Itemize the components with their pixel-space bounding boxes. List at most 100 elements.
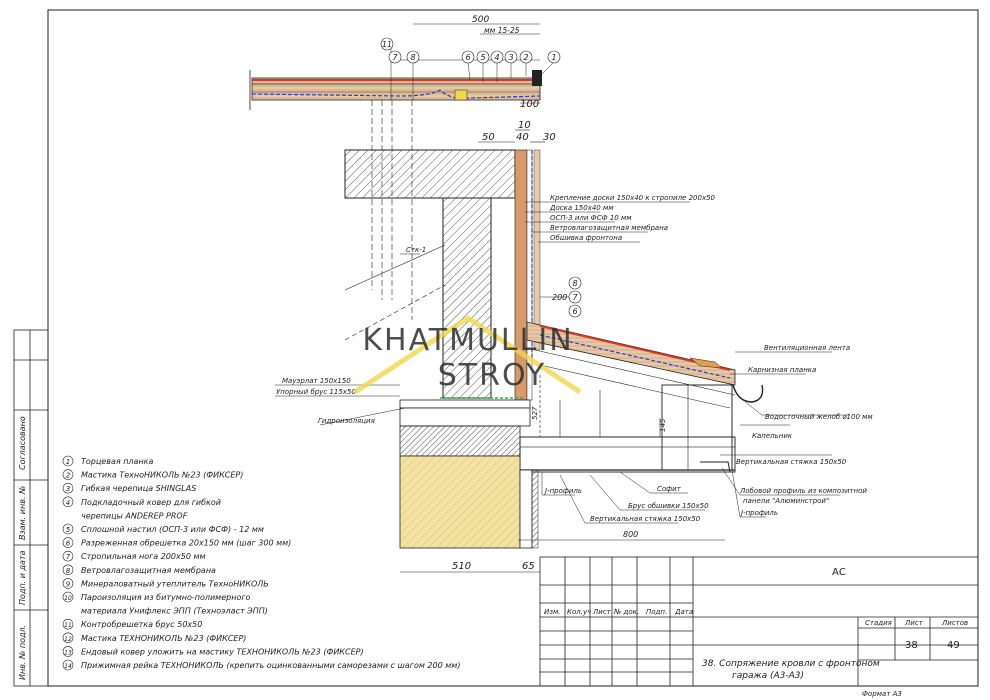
legend-item-text: Ендовый ковер уложить на мастику ТЕХНОНИ… xyxy=(81,647,364,656)
ann-gable-cladding: Обшивка фронтона xyxy=(550,234,622,242)
legend-item-text: Минераловатный утеплитель ТехноНИКОЛЬ xyxy=(81,579,269,588)
callout-11: 11 xyxy=(382,40,392,49)
title-block xyxy=(539,556,979,687)
section-drawing: 11 7 8 6 5 4 3 2 1 8 7 6 500 мм 15-25 10… xyxy=(249,15,873,573)
callout-7: 7 xyxy=(392,53,398,62)
tb-stage-label: Стадия xyxy=(865,619,892,627)
legend-number: 14 xyxy=(64,663,72,670)
legend-item-text: Пароизоляция из битумно-полимерного xyxy=(81,593,251,602)
torcevaya-planka xyxy=(532,70,542,86)
tb-col-list: Лист xyxy=(592,608,612,616)
dim-gap: мм 15-25 xyxy=(484,26,520,35)
lower-roof-slope xyxy=(526,321,736,386)
ann-mauerlat: Мауэрлат 150х150 xyxy=(282,377,351,385)
legend-number: 12 xyxy=(64,636,72,643)
legend-item-text: Сплошной настил (ОСП-3 или ФСФ) - 12 мм xyxy=(81,525,264,534)
callout-6: 6 xyxy=(465,53,470,62)
callout-1: 1 xyxy=(551,53,556,62)
ann-fascia-profile: Лобовой профиль из композитной xyxy=(739,487,867,495)
leader-lines xyxy=(275,48,850,524)
legend-number: 11 xyxy=(64,622,72,629)
ann-vent-tape: Вентиляционная лента xyxy=(764,344,850,352)
tb-col-izm: Изм. xyxy=(544,608,560,616)
legend-number: 2 xyxy=(66,472,71,480)
stamp-replace-inv: Взам. инв. № xyxy=(18,486,27,540)
callout-8b: 8 xyxy=(572,279,577,288)
legend-number: 4 xyxy=(66,499,70,507)
callout-7b: 7 xyxy=(572,293,578,302)
ann-cladding-beam: Брус обшивки 150х50 xyxy=(628,502,709,510)
hydro-layer xyxy=(399,399,531,409)
legend-item-text: Подкладочный ковер для гибкой xyxy=(81,498,221,507)
tb-project-code: АС xyxy=(832,567,846,578)
legend-number: 10 xyxy=(64,595,72,602)
tb-title-1: 38. Сопряжение кровли с фронтоном xyxy=(702,659,880,669)
tb-sheets-total: 49 xyxy=(947,640,960,651)
legend-number-circle xyxy=(62,482,74,494)
insulation-wall xyxy=(399,455,521,549)
legend-item-text: материала Унифлекс ЭПП (Техноэласт ЭПП) xyxy=(81,607,268,616)
legend-number-circle xyxy=(62,646,74,657)
tb-col-date: Дата xyxy=(674,608,693,616)
ann-hydro: Гидроизоляция xyxy=(318,417,375,425)
ann-j-profile-left: J-профиль xyxy=(543,487,582,495)
tb-format: Формат А3 xyxy=(862,690,902,698)
mauerlat xyxy=(399,407,531,427)
side-stamp: Согласовано Взам. инв. № Подп. и дата Ин… xyxy=(13,329,49,687)
callout-5: 5 xyxy=(480,53,485,62)
callout-6b: 6 xyxy=(572,307,577,316)
callout-3: 3 xyxy=(508,53,513,62)
legend: 1 Торцевая планка 2 Мастика ТехноНИКОЛЬ №23… xyxy=(62,455,460,671)
column-stk1 xyxy=(442,197,492,399)
dim-510: 510 xyxy=(452,561,471,572)
ann-vert-tie-right: Вертикальная стяжка 150х50 xyxy=(736,458,847,466)
watermark: KHATMULLIN STROY xyxy=(353,315,582,395)
dim-145: 145 xyxy=(659,418,667,432)
dim-500: 500 xyxy=(472,15,489,25)
dim-30: 30 xyxy=(543,132,556,143)
legend-item-text: Контробрешетка брус 50х50 xyxy=(81,620,202,629)
legend-item-text: Прижимная рейка ТЕХНОНИКОЛЬ (крепить оци… xyxy=(81,661,460,670)
tb-col-doc: № док. xyxy=(613,608,639,616)
callout-4: 4 xyxy=(494,53,499,62)
legend-number-circle xyxy=(62,591,74,603)
legend-number: 5 xyxy=(66,526,71,534)
legend-number: 13 xyxy=(64,649,72,656)
legend-item-text: Торцевая планка xyxy=(81,457,154,466)
ann-soffit: Софит xyxy=(657,485,682,493)
ann-board: Доска 150х40 мм xyxy=(549,204,614,212)
tb-title-2: гаража (А3-А3) xyxy=(732,671,804,681)
legend-item-text: Ветровлагозащитная мембрана xyxy=(81,566,216,575)
ann-drip: Капельник xyxy=(752,432,793,440)
ann-gutter: Водосточный желоб ⌀100 мм xyxy=(765,413,873,421)
legend-number: 8 xyxy=(66,567,71,575)
watermark-line1: KHATMULLIN xyxy=(362,323,573,358)
legend-number: 7 xyxy=(66,553,71,561)
legend-number: 6 xyxy=(66,540,71,548)
ann-j-profile-right: J-профиль xyxy=(739,509,778,517)
tb-sheets-label: Листов xyxy=(941,619,968,627)
legend-item-text: Стропильная нога 200х50 мм xyxy=(81,552,206,561)
legend-number-circle xyxy=(62,496,74,508)
stamp-sign-date: Подп. и дата xyxy=(18,550,27,605)
legend-number-circle xyxy=(62,469,74,480)
ann-eaves-strip: Карнизная планка xyxy=(748,366,816,374)
ann-fascia-profile-2: панели "Алюминстрой" xyxy=(743,497,829,505)
ann-vert-tie-bottom: Вертикальная стяжка 150х50 xyxy=(590,515,701,523)
legend-number-circle xyxy=(62,618,74,630)
dim-527: 527 xyxy=(531,406,539,420)
gutter xyxy=(732,384,764,403)
legend-item-text: Мастика ТехноНИКОЛЬ №23 (ФИКСЕР) xyxy=(81,471,243,480)
legend-number-circle xyxy=(62,537,74,548)
ann-stop-beam: Упорный брус 115х50 xyxy=(276,388,356,396)
legend-number-circle xyxy=(62,564,74,576)
callout-circles xyxy=(380,37,582,318)
legend-number: 9 xyxy=(66,580,71,588)
legend-item-text: черепицы ANDEREP PROF xyxy=(81,511,188,520)
legend-number: 1 xyxy=(66,458,70,466)
ann-membrane: Ветровлагозащитная мембрана xyxy=(550,224,668,232)
tb-sheet-no: 38 xyxy=(905,640,918,651)
dim-40: 40 xyxy=(516,132,529,143)
dim-100: 100 xyxy=(520,99,539,110)
